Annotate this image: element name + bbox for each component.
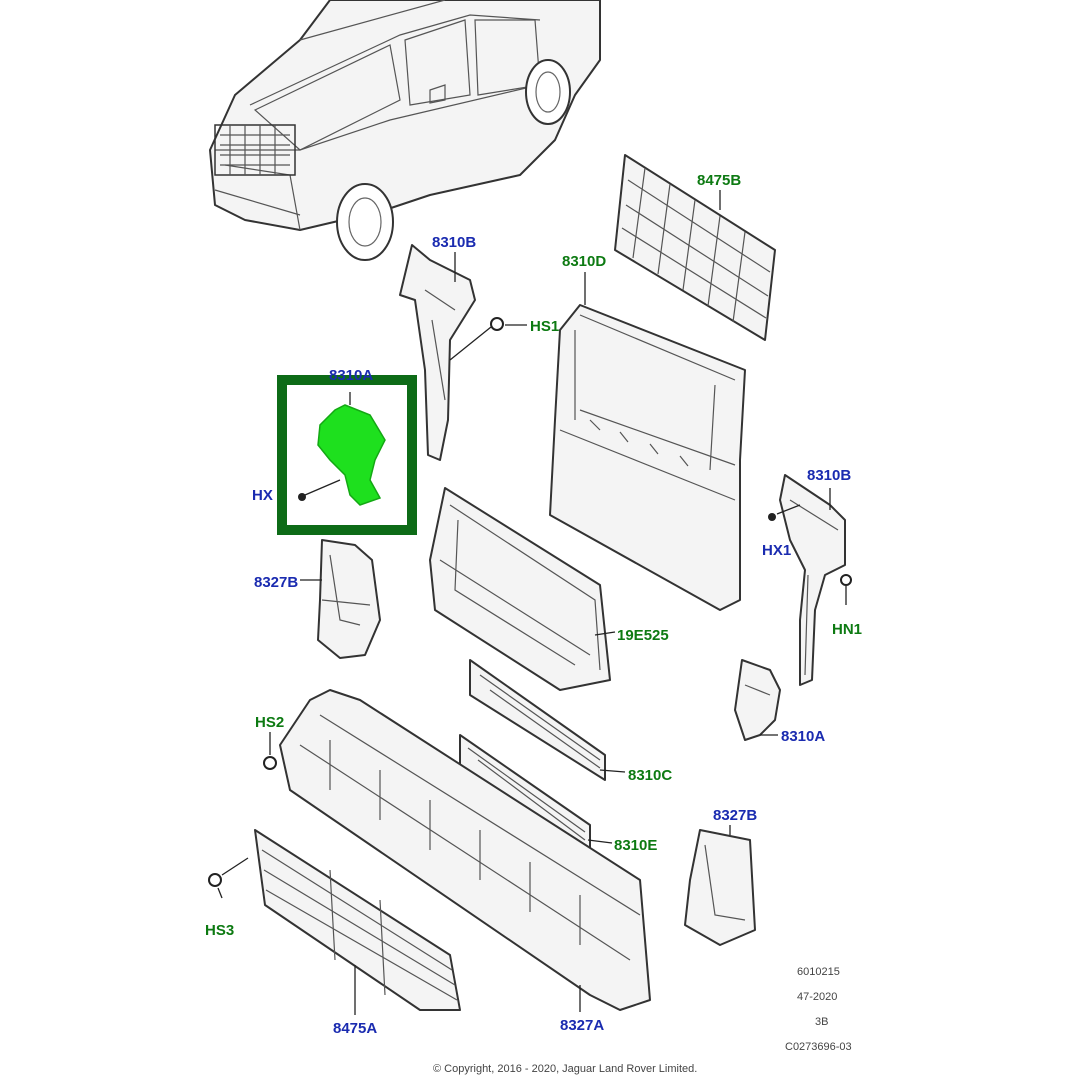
label-HS3: HS3: [205, 922, 234, 939]
fastener-HN1: [840, 574, 852, 605]
ref-code-2: 47-2020: [797, 991, 837, 1003]
fastener-HS2: [263, 756, 277, 770]
part-8310B-right-bracket: [779, 474, 846, 686]
label-8310A-right: 8310A: [781, 728, 825, 745]
part-8310C-lower-grille: [469, 659, 606, 781]
copyright-text: © Copyright, 2016 - 2020, Jaguar Land Ro…: [433, 1063, 697, 1075]
part-8310A-right: [734, 659, 781, 741]
label-8327A: 8327A: [560, 1017, 604, 1034]
fastener-HS3: [208, 857, 249, 887]
label-HN1: HN1: [832, 621, 862, 638]
label-8310D: 8310D: [562, 253, 606, 270]
label-19E525: 19E525: [617, 627, 669, 644]
label-8327B-right: 8327B: [713, 807, 757, 824]
label-8310A-partial: 8310A: [329, 367, 373, 384]
label-HS1: HS1: [530, 318, 559, 335]
ref-code-3: 3B: [815, 1016, 828, 1028]
part-8475A-shutter-grille: [254, 829, 461, 1011]
part-8327B-left-duct: [317, 539, 381, 659]
label-HX-partial: HX: [252, 487, 273, 504]
label-8310B-upper: 8310B: [432, 234, 476, 251]
part-8310D-deflector: [549, 304, 746, 611]
ref-code-4: C0273696-03: [785, 1041, 852, 1053]
leader-lines: [217, 190, 831, 1015]
part-19E525-frame: [429, 487, 611, 691]
label-8475B-top: 8475B: [697, 172, 741, 189]
part-8310B-upper-bracket: [399, 244, 476, 461]
label-8327B-left: 8327B: [254, 574, 298, 591]
vehicle-outline: [209, 0, 601, 261]
label-8310E: 8310E: [614, 837, 657, 854]
part-8327A-bumper-carrier: [279, 689, 651, 1011]
ref-code-1: 6010215: [797, 966, 840, 978]
label-HX1: HX1: [762, 542, 791, 559]
fastener-HS1: [449, 317, 504, 361]
part-8475B-upper-grille: [614, 154, 776, 341]
label-8475A: 8475A: [333, 1020, 377, 1037]
label-8310C: 8310C: [628, 767, 672, 784]
label-HS2: HS2: [255, 714, 284, 731]
part-8327B-right-duct: [684, 829, 756, 946]
part-8310A-highlighted: [298, 392, 386, 506]
fastener-HX1: [768, 504, 801, 521]
label-8310B-right: 8310B: [807, 467, 851, 484]
